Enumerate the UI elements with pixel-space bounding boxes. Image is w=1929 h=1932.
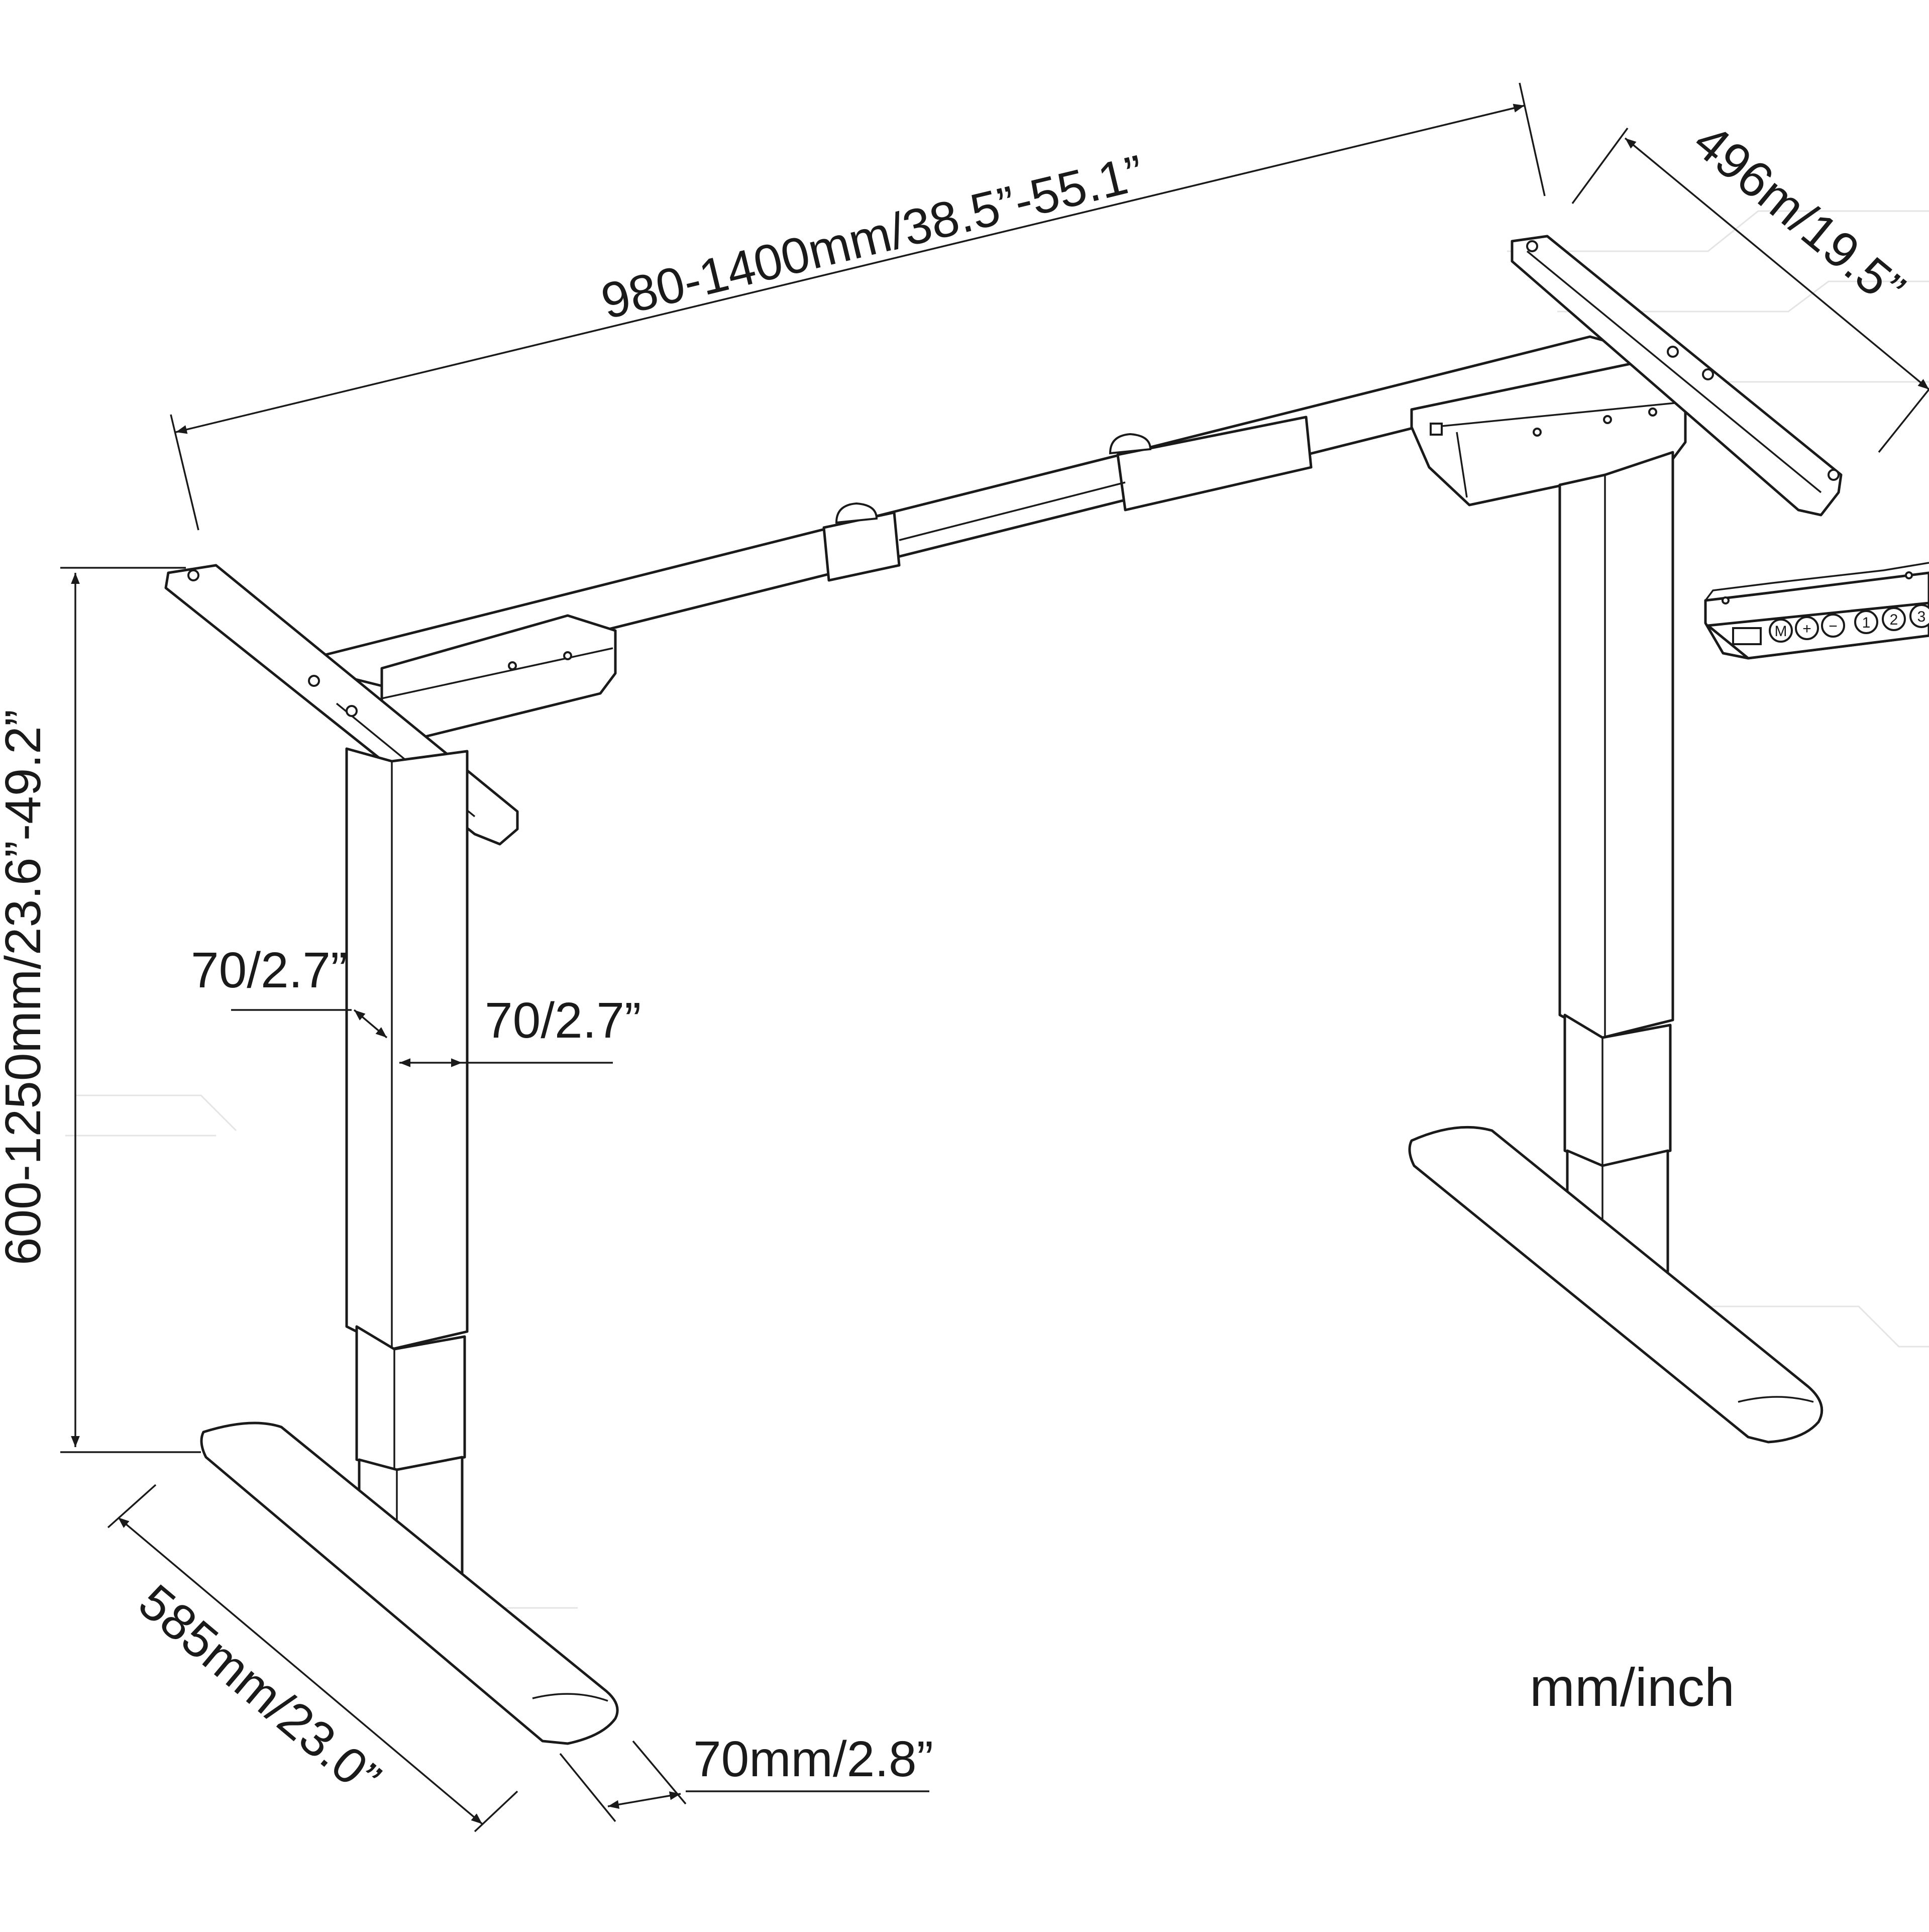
column-b-label: 70/2.7” <box>485 992 641 1049</box>
control-button-preset-1 <box>1854 610 1878 634</box>
desk-frame-drawing <box>164 235 1929 1745</box>
control-button-down <box>1821 614 1845 638</box>
control-button-preset-3 <box>1909 604 1929 628</box>
control-panel-display <box>1732 627 1762 645</box>
foot-length-extension-top <box>107 1484 157 1529</box>
right-column-middle <box>1563 1013 1672 1167</box>
foot-width-label: 70mm/2.8” <box>693 1731 933 1787</box>
column-a-dimension <box>353 1009 388 1039</box>
control-button-label: M <box>1775 623 1787 640</box>
right-column-upper <box>1558 451 1674 1039</box>
units-label: mm/inch <box>1530 1657 1735 1717</box>
width-extension-right <box>1519 82 1546 196</box>
control-button-label: 1 <box>1862 615 1871 631</box>
depth-extension-top <box>1571 127 1629 205</box>
width-dimension-line <box>175 104 1525 434</box>
dimension-lines <box>60 82 1929 1833</box>
foot-length-label: 585mm/23.0” <box>128 1574 391 1807</box>
crossbar-left-sleeve <box>822 511 901 582</box>
control-button-label: + <box>1802 621 1811 637</box>
control-panel-buttons: M + − 1 2 3 <box>1769 604 1929 643</box>
column-a-label: 70/2.7” <box>191 942 347 998</box>
control-button-label: 2 <box>1890 612 1898 628</box>
control-button-memory <box>1769 619 1793 643</box>
depth-dimension-line <box>1624 137 1929 390</box>
foot-length-extension-bottom <box>474 1790 518 1833</box>
control-button-up <box>1795 616 1819 640</box>
height-label: 600-1250mm/23.6”-49.2” <box>0 709 51 1265</box>
bracket-tab-1 <box>835 502 878 524</box>
bracket-tab-2 <box>1109 433 1152 455</box>
width-extension-left <box>170 414 199 531</box>
left-column-middle <box>355 1325 466 1471</box>
foot-length-dimension-line <box>117 1516 483 1825</box>
control-button-preset-2 <box>1882 607 1906 631</box>
left-column-upper <box>345 747 469 1351</box>
foot-width-dimension <box>607 1791 681 1809</box>
right-foot <box>1408 1126 1824 1444</box>
width-label: 980-1400mm/38.5”-55.1” <box>596 144 1149 330</box>
control-button-label: 3 <box>1917 608 1926 625</box>
foot-width-extension-left <box>559 1753 616 1822</box>
control-button-label: − <box>1829 618 1838 635</box>
depth-extension-bottom <box>1878 388 1929 453</box>
